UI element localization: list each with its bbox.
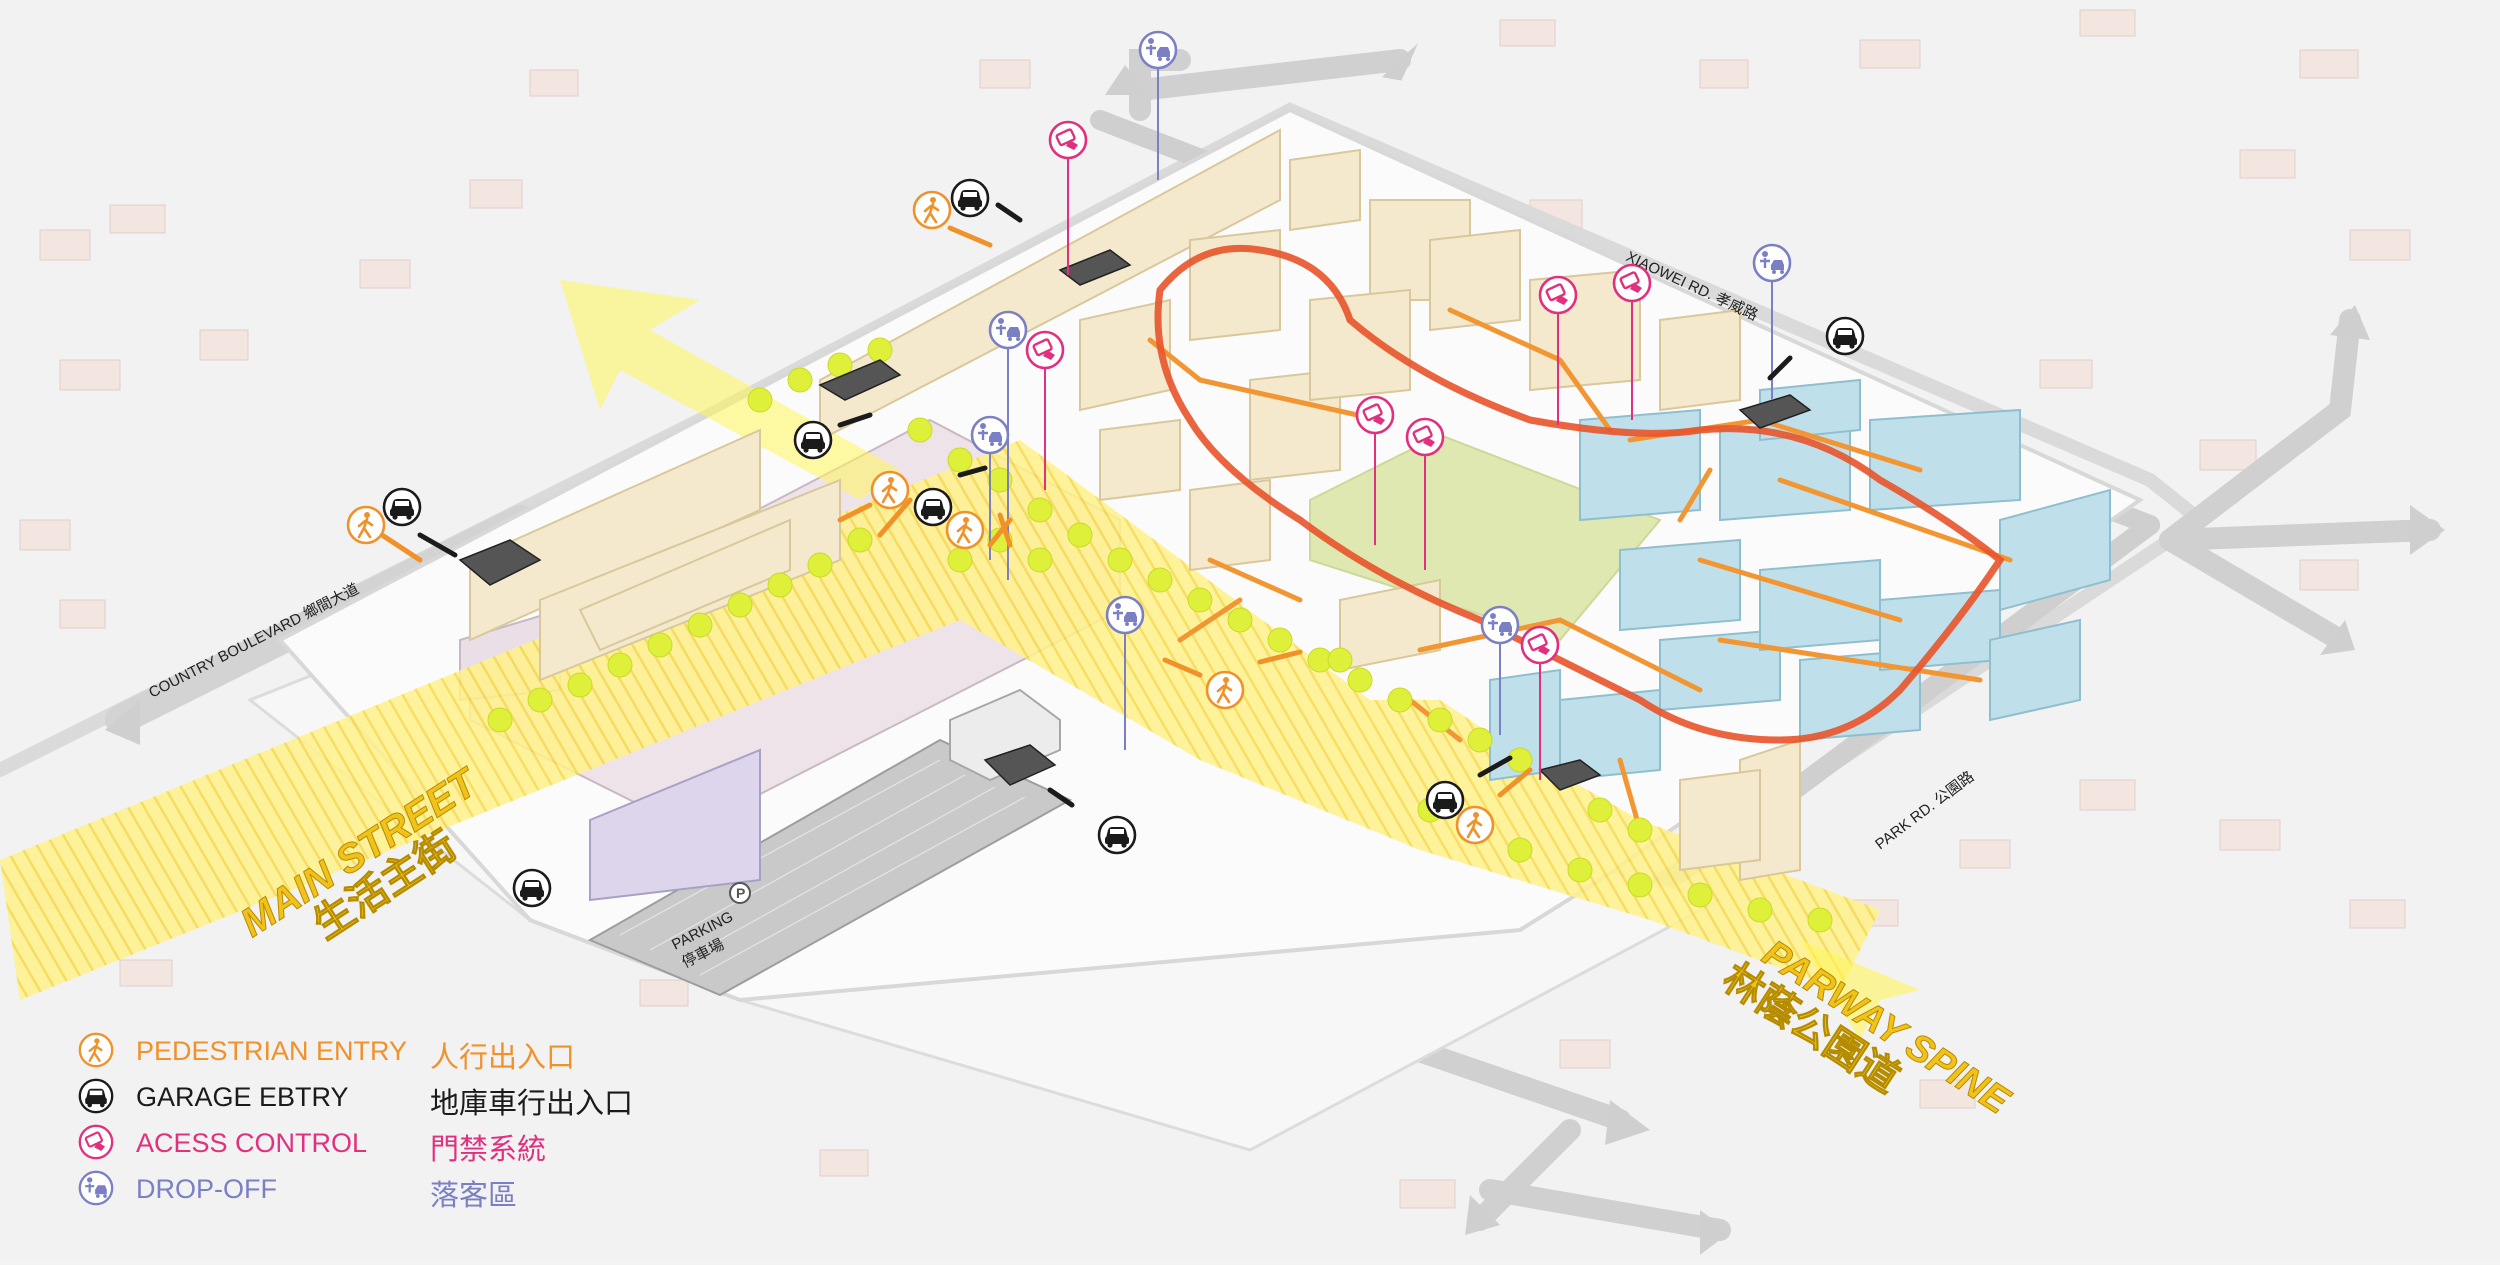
keycard-icon (78, 1124, 114, 1160)
street-trees (487, 337, 1833, 933)
road-arrows (105, 42, 2445, 1255)
pedestrian-icon (78, 1032, 114, 1068)
garage-ramps (458, 249, 1812, 791)
legend-dropoff-en: DROP-OFF (136, 1174, 277, 1204)
legend-row-access: ACESS CONTROL 門禁系統 (78, 1122, 718, 1166)
legend-garage-en: GARAGE EBTRY (136, 1082, 349, 1112)
dropoff-icon (78, 1170, 114, 1206)
legend-access-zh: 門禁系統 (430, 1132, 547, 1166)
access-control-markers (1044, 138, 1633, 780)
legend-access-en: ACESS CONTROL (136, 1128, 368, 1158)
pedestrian-arrows (379, 225, 1533, 798)
legend-pedestrian-zh: 人行出入口 (430, 1040, 576, 1074)
legend-pedestrian-en: PEDESTRIAN ENTRY (136, 1036, 408, 1066)
garage-arrows (417, 202, 1793, 808)
glass-residential-buildings (1489, 378, 2111, 782)
car-icon (78, 1078, 114, 1114)
parking-markers: P (729, 882, 751, 904)
legend-row-garage: GARAGE EBTRY 地庫車行出入口 (78, 1076, 718, 1120)
legend-garage-zh: 地庫車行出入口 (430, 1086, 634, 1120)
legend-dropoff-zh: 落客區 (430, 1178, 518, 1212)
parking-lot (587, 738, 1073, 997)
parking-symbol: P (736, 885, 745, 901)
legend-row-dropoff: DROP-OFF 落客區 (78, 1168, 718, 1212)
legend-row-pedestrian: PEDESTRIAN ENTRY 人行出入口 (78, 1030, 718, 1074)
central-loop-path (1154, 244, 2005, 744)
